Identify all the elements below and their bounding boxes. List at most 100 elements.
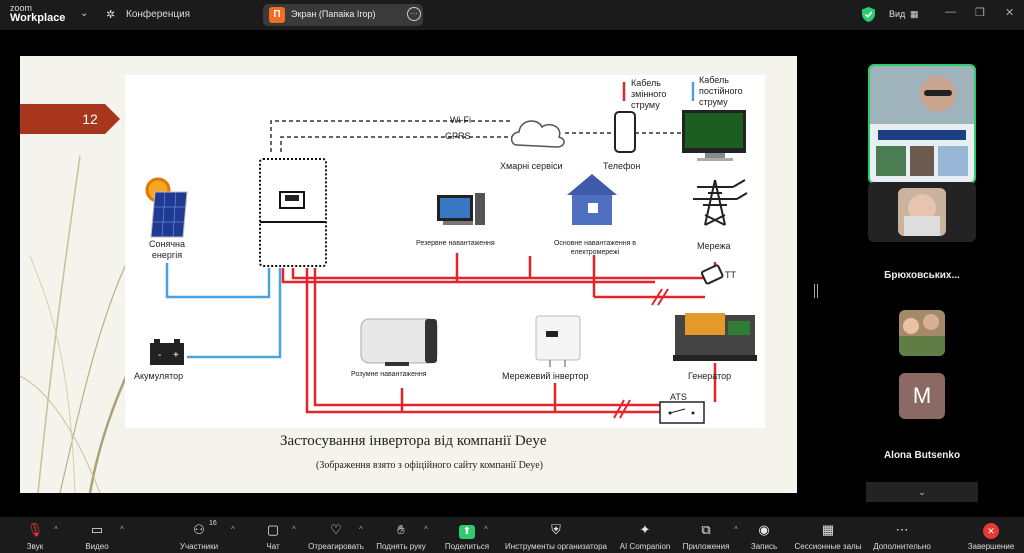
view-button[interactable]: Вид <box>889 9 906 19</box>
toolbar-label: Чат <box>266 542 280 551</box>
participant-name: Alona Butsenko <box>883 450 961 461</box>
toolbar-button[interactable]: ▦Сессионные залы <box>792 517 864 553</box>
toolbar-button[interactable]: ⋯ Дополнительно <box>866 517 938 553</box>
battery-icon: - + <box>150 339 184 365</box>
apps-icon: ⧉ <box>701 522 711 537</box>
chevron-up-icon[interactable]: ^ <box>292 525 296 534</box>
generator-label: Генератор <box>688 371 732 381</box>
mic-muted-icon: 🎙︎ <box>26 522 44 537</box>
chat-icon: ▢ <box>266 522 280 537</box>
solar-panel-icon <box>145 177 188 238</box>
sparkle-icon: ✦ <box>639 522 651 537</box>
toolbar-label: Сессионные залы <box>794 542 862 551</box>
toolbar-button[interactable]: ▢ Чат <box>255 517 291 553</box>
phone-icon <box>614 111 636 153</box>
toolbar-label: Участники <box>179 542 219 551</box>
monitor-icon <box>682 110 746 161</box>
legend-dc: Кабель постійного струму <box>699 75 743 107</box>
grid-inverter-icon <box>535 315 581 367</box>
participant-tile-active[interactable] <box>868 64 976 184</box>
toolbar-button[interactable]: 🎙︎ Звук <box>18 517 52 553</box>
toolbar-button[interactable]: ✦AI Companion <box>614 517 676 553</box>
chevron-up-icon[interactable]: ^ <box>484 525 488 534</box>
shared-background <box>870 124 974 182</box>
generator-icon <box>673 313 757 361</box>
avatar[interactable] <box>899 310 945 356</box>
participant-count: 16 <box>209 520 217 527</box>
avatar-initial[interactable]: M <box>899 373 945 419</box>
toolbar-label: Видео <box>85 542 109 551</box>
toolbar-label: Поднять руку <box>376 542 426 551</box>
chevron-up-icon[interactable]: ^ <box>120 525 124 534</box>
toolbar-button[interactable]: ▭Видео <box>78 517 116 553</box>
svg-text:+: + <box>173 350 179 361</box>
screen-share-pill[interactable]: П Экран (Папаіка Ігор) ··· <box>263 4 423 26</box>
chevron-down-icon[interactable]: ⌄ <box>80 8 89 19</box>
ct-clamp-icon <box>700 264 724 285</box>
toolbar-label: Звук <box>26 542 44 551</box>
toolbar-button[interactable]: ◉Запись <box>744 517 784 553</box>
resize-handle[interactable] <box>814 284 818 298</box>
gprs-label: GPRS <box>445 131 471 141</box>
main-load-label: Основне навантаження в електромережі <box>553 240 637 256</box>
view-grid-icon[interactable]: ▦ <box>910 9 919 19</box>
meeting-info-icon[interactable]: ✲ <box>106 9 116 21</box>
toolbar-button[interactable]: ♡ Отреагировать <box>300 517 372 553</box>
brand-top: zoom <box>10 3 33 13</box>
svg-text:-: - <box>158 350 161 361</box>
ats-label: ATS <box>670 392 687 402</box>
smart-load-label: Розумне навантаження <box>351 371 427 378</box>
chevron-up-icon[interactable]: ^ <box>54 525 58 534</box>
toolbar-button[interactable]: ⬆Поделиться <box>440 517 494 553</box>
share-label: Экран (Папаіка Ігор) <box>291 9 376 19</box>
inverter-diagram: - + <box>145 82 757 424</box>
video-feed <box>870 66 974 124</box>
toolbar-label: Инструменты организатора <box>505 542 607 551</box>
page-number: 12 <box>82 111 98 127</box>
toolbar-button[interactable]: ⧉Приложения <box>678 517 734 553</box>
minimize-icon[interactable]: — <box>945 6 956 18</box>
toolbar-label: Завершение <box>967 542 1015 551</box>
battery-label: Акумулятор <box>134 371 184 381</box>
close-icon[interactable]: ✕ <box>1005 7 1015 19</box>
toolbar-label: Отреагировать <box>308 542 364 551</box>
chevron-up-icon[interactable]: ^ <box>424 525 428 534</box>
meeting-label[interactable]: Конференция <box>126 9 191 20</box>
more-icon: ⋯ <box>895 522 909 537</box>
brand-bottom: Workplace <box>10 12 66 24</box>
chevron-up-icon[interactable]: ^ <box>734 525 738 534</box>
backup-load-label: Резервне навантаження <box>416 240 495 247</box>
diagram-panel: - + <box>125 75 765 428</box>
chevron-up-icon[interactable]: ^ <box>359 525 363 534</box>
title-bar: zoom Workplace ⌄ ✲ Конференция П Экран (… <box>0 0 1024 30</box>
toolbar-button[interactable]: ⛨ Инструменты организатора <box>500 517 612 553</box>
shield-icon: ⛨ <box>551 522 561 537</box>
ct-label: TT <box>725 270 736 280</box>
toolbar-button[interactable]: ✋︎ Поднять руку <box>372 517 430 553</box>
participants-icon: ⚇ <box>193 522 205 537</box>
ats-box <box>659 401 705 424</box>
participant-name: Брюховських... <box>884 270 960 281</box>
participant-tile[interactable] <box>868 182 976 242</box>
sharer-badge: П <box>269 7 285 23</box>
hand-icon: ✋︎ <box>397 522 405 537</box>
grid-label: Мережа <box>697 241 731 251</box>
heart-icon: ♡ <box>330 522 342 537</box>
chevron-down-icon[interactable]: ⌄ <box>866 482 978 502</box>
toolbar-button[interactable]: ✕Завершение <box>964 517 1018 553</box>
avatar <box>898 188 946 236</box>
security-shield-icon[interactable] <box>862 7 875 22</box>
toolbar-label: Дополнительно <box>873 542 931 551</box>
computer-icon <box>437 193 485 225</box>
legend-ac: Кабель змінного струму <box>631 78 667 110</box>
page-number-badge: 12 <box>20 104 120 134</box>
inverter-icon <box>259 158 327 267</box>
chevron-up-icon[interactable]: ^ <box>231 525 235 534</box>
house-icon <box>567 174 617 225</box>
share-more-icon[interactable]: ··· <box>407 7 421 21</box>
maximize-icon[interactable]: ❐ <box>975 7 985 19</box>
phone-label: Телефон <box>603 161 641 171</box>
toolbar-label: Запись <box>750 542 778 551</box>
